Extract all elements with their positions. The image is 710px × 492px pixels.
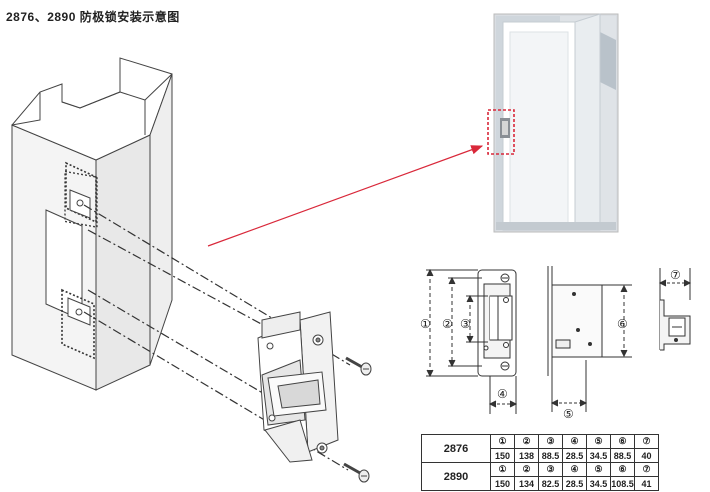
table-cell: ③ (538, 434, 563, 449)
frame-reinforcement-outline (61, 161, 97, 360)
table-row-2876-values: 150 138 88.5 28.5 34.5 88.5 40 (422, 448, 659, 463)
spec-table: 2876 ① ② ③ ④ ⑤ ⑥ ⑦ 150 138 88.5 28.5 34.… (421, 434, 659, 491)
table-cell: 40 (634, 448, 659, 463)
table-cell: ③ (538, 462, 563, 477)
table-cell: ⑦ (634, 462, 659, 477)
callout-3: ③ (460, 317, 471, 331)
table-cell: 34.5 (586, 476, 611, 491)
pointer-arrow (207, 145, 484, 247)
table-cell: ⑥ (610, 434, 635, 449)
table-row-2890-header: 2890 ① ② ③ ④ ⑤ ⑥ ⑦ (421, 462, 659, 491)
table-cell: 150 (490, 476, 515, 491)
table-cell: ② (514, 462, 539, 477)
callout-5: ⑤ (563, 407, 574, 421)
table-row-2890-values: 150 134 82.5 28.5 34.5 108.5 41 (422, 476, 659, 491)
table-cell: 108.5 (610, 476, 635, 491)
callout-1: ① (420, 317, 431, 331)
callout-4: ④ (497, 387, 508, 401)
side-view-drawing (547, 266, 632, 412)
screw-bottom (343, 462, 370, 483)
front-dimension-lines (426, 268, 518, 414)
table-cell: 28.5 (562, 476, 587, 491)
table-cell: ② (514, 434, 539, 449)
table-cell: 134 (514, 476, 539, 491)
table-cell: ⑥ (610, 462, 635, 477)
top-view-drawing (658, 268, 692, 351)
front-view-drawing (477, 269, 517, 377)
model-cell-2876: 2876 (421, 434, 491, 463)
table-cell: 34.5 (586, 448, 611, 463)
table-cell: ⑤ (586, 434, 611, 449)
table-cell: 28.5 (562, 448, 587, 463)
callout-2: ② (442, 317, 453, 331)
table-cell: 138 (514, 448, 539, 463)
door-frame (11, 57, 173, 391)
page-title: 2876、2890 防极锁安装示意图 (6, 10, 180, 24)
table-cell: ④ (562, 462, 587, 477)
frame-plates (67, 189, 91, 326)
table-cell: 88.5 (610, 448, 635, 463)
table-cell: 88.5 (538, 448, 563, 463)
table-cell: 150 (490, 448, 515, 463)
callout-6: ⑥ (617, 317, 628, 331)
table-cell: ① (490, 434, 515, 449)
table-row-2876-header: 2876 ① ② ③ ④ ⑤ ⑥ ⑦ (421, 434, 659, 463)
screw-top (345, 356, 372, 376)
door-photo (487, 13, 619, 233)
callout-7: ⑦ (670, 268, 681, 282)
table-cell: ④ (562, 434, 587, 449)
model-cell-2890: 2890 (421, 462, 491, 491)
table-cell: 41 (634, 476, 659, 491)
table-cell: ⑤ (586, 462, 611, 477)
strike-plate (257, 311, 339, 463)
table-cell: 82.5 (538, 476, 563, 491)
table-cell: ① (490, 462, 515, 477)
table-cell: ⑦ (634, 434, 659, 449)
